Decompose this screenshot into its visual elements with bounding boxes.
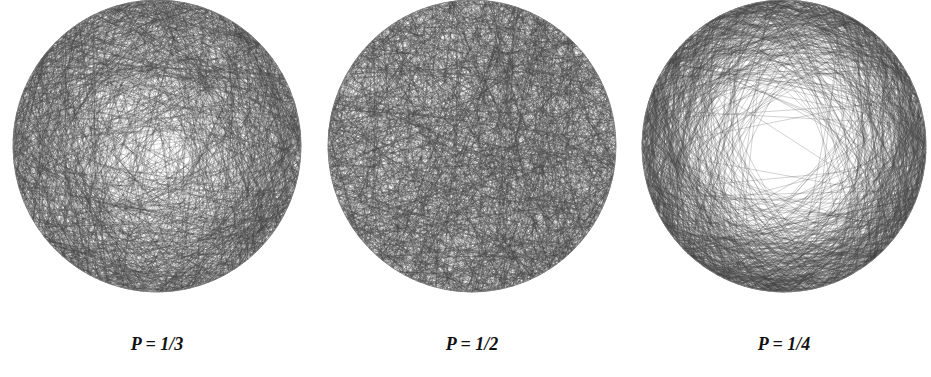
sphere-outline <box>328 0 616 292</box>
sphere-outline <box>642 0 926 292</box>
chord-lines <box>13 0 301 292</box>
random-chord-sphere <box>328 0 616 292</box>
chord-lines <box>642 0 926 292</box>
probability-label: P = 1/3 <box>129 334 186 355</box>
probability-label: P = 1/4 <box>756 334 813 355</box>
sphere-outline <box>13 0 301 292</box>
random-chord-sphere <box>642 0 926 292</box>
random-chord-sphere <box>13 0 301 292</box>
probability-label: P = 1/2 <box>444 334 501 355</box>
chord-lines <box>328 0 616 292</box>
